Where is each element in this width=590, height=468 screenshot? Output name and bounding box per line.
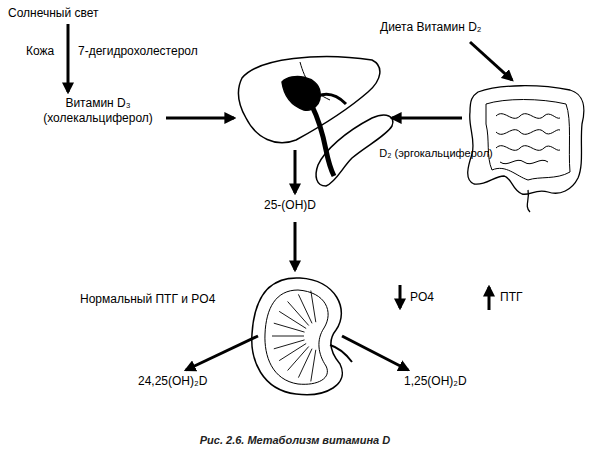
colon-inner [486, 100, 570, 181]
pyramid-stroke [311, 350, 316, 382]
node-text: Диета Витамин D₂ [380, 20, 481, 35]
pyramid-stroke [311, 291, 316, 323]
kidney-cortex [265, 290, 328, 384]
kidney-outline [252, 278, 343, 395]
arrow [294, 222, 297, 270]
up-arrow [488, 287, 491, 310]
label: Кожа [26, 44, 54, 59]
liver [239, 57, 393, 186]
flow-arrows [166, 42, 512, 370]
text-node: Диета Витамин D₂ [380, 20, 481, 35]
colon [468, 86, 584, 195]
pyramid-stroke [288, 301, 309, 325]
hepatic-duct [318, 94, 346, 104]
pyramid-stroke [298, 294, 312, 323]
down-arrow [399, 285, 402, 308]
label: Нормальный ПТГ и PO4 [80, 292, 215, 307]
label: 7-дегидрохолестерол [78, 44, 198, 59]
bile-duct [312, 106, 334, 176]
arrow [392, 117, 462, 120]
text-node: 25-(OH)D [264, 198, 316, 213]
node-text: 1,25(OH)₂D [404, 374, 467, 389]
figure-caption: Рис. 2.6. Метаболизм витамина D [0, 434, 590, 446]
flow-arrow [67, 24, 70, 92]
node-text: Солнечный свет [8, 6, 99, 21]
arrow [166, 117, 234, 120]
pyramid-stroke [288, 347, 309, 371]
text-node: 1,25(OH)₂D [404, 374, 467, 389]
text-node: 24,25(OH)₂D [138, 374, 207, 389]
label: PO4 [410, 290, 434, 305]
liver-outline [239, 57, 380, 143]
label: ПТГ [500, 290, 522, 305]
pyramid-stroke [272, 336, 304, 337]
kidney [252, 278, 352, 395]
text-node: Солнечный свет [8, 6, 99, 21]
text-node: Витамин D₃ (холекальциферол) [36, 96, 160, 126]
arrow [186, 336, 258, 370]
arrow [342, 336, 408, 370]
node-text: 24,25(OH)₂D [138, 374, 207, 389]
arrow [294, 150, 297, 193]
kidney-pyramids [272, 291, 316, 382]
ureter [330, 345, 352, 362]
pyramid-stroke [274, 340, 305, 349]
node-text: Витамин D₃ (холекальциферол) [36, 96, 160, 126]
node-text: 25-(OH)D [264, 198, 316, 213]
arrow [470, 42, 512, 80]
label: D₂ (эргокальциферол) [374, 146, 498, 160]
pyramid-stroke [279, 311, 306, 328]
gallbladder [282, 77, 320, 111]
rectum [527, 190, 530, 212]
small-intestine [496, 114, 560, 164]
pyramid-stroke [298, 349, 312, 378]
